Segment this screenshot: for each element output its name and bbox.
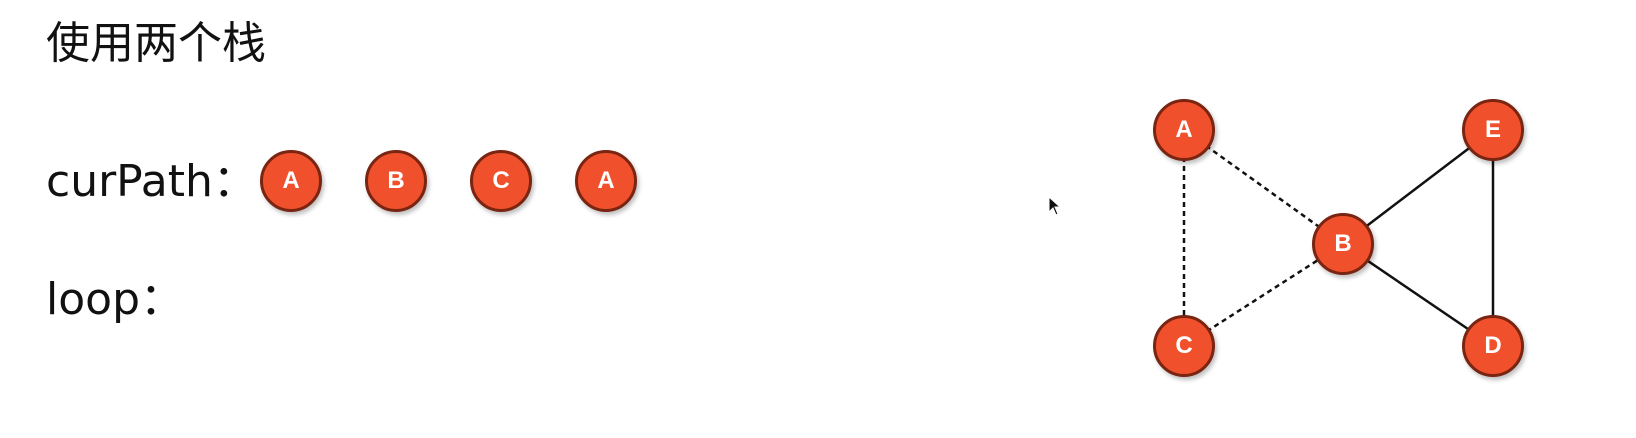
graph-node-d: D xyxy=(1462,315,1524,377)
graph-node-a: A xyxy=(1153,99,1215,161)
curpath-label: curPath： xyxy=(46,156,257,207)
graph-node-c: C xyxy=(1153,315,1215,377)
curpath-node-3: C xyxy=(470,150,532,212)
graph-node-e: E xyxy=(1462,99,1524,161)
curpath-node-1: A xyxy=(260,150,322,212)
curpath-node-2: B xyxy=(365,150,427,212)
loop-label: loop： xyxy=(46,274,184,325)
mouse-pointer-icon xyxy=(1048,196,1062,216)
graph-node-b: B xyxy=(1312,213,1374,275)
curpath-node-4: A xyxy=(575,150,637,212)
slide-title: 使用两个栈 xyxy=(46,18,266,69)
